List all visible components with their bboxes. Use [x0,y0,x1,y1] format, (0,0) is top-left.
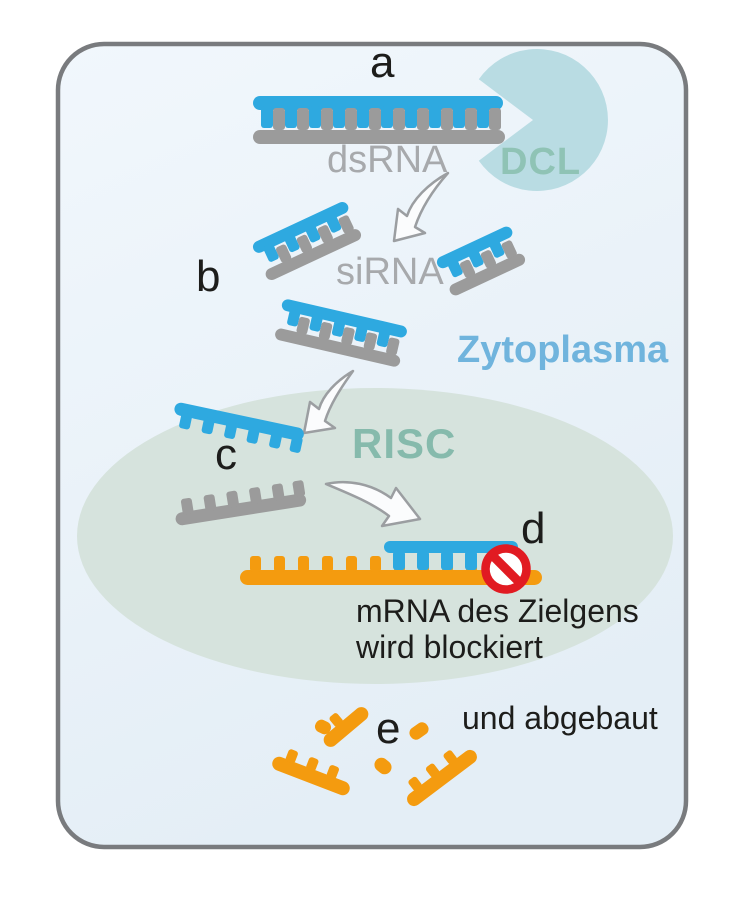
sirna-duplex-2 [436,226,526,296]
mrna-caption: mRNA des Zielgens wird blockiert [356,593,639,665]
dsrna-label: dsRNA [327,139,448,181]
guide-strand-blue [174,402,304,453]
step-label-e: e [376,704,401,753]
blocked-sign [481,544,531,594]
risc-complex-shape [77,388,673,684]
step-label-b: b [196,252,221,301]
mrna-caption-line2: wird blockiert [356,629,543,665]
mrna-caption-line1: mRNA des Zielgens [356,593,639,629]
degraded-label: und abgebaut [462,700,658,736]
sirna-label: siRNA [336,251,444,293]
dcl-enzyme-shape [478,49,608,192]
sirna-duplex-3 [275,299,407,367]
step-label-a: a [370,38,395,87]
arrow-target-binding [324,480,422,528]
arrow-risc-loading [302,369,355,435]
sirna-duplex-1 [252,201,362,281]
risc-label: RISC [352,420,457,467]
step-label-d: d [521,504,546,553]
arrow-dicing [392,171,450,243]
step-label-c: c [215,430,237,479]
passenger-strand-gray [175,480,307,526]
dsrna-duplex [253,96,505,144]
mrna-fragments [272,707,477,807]
zytoplasma-label: Zytoplasma [457,329,669,371]
dcl-label: DCL [500,141,582,183]
